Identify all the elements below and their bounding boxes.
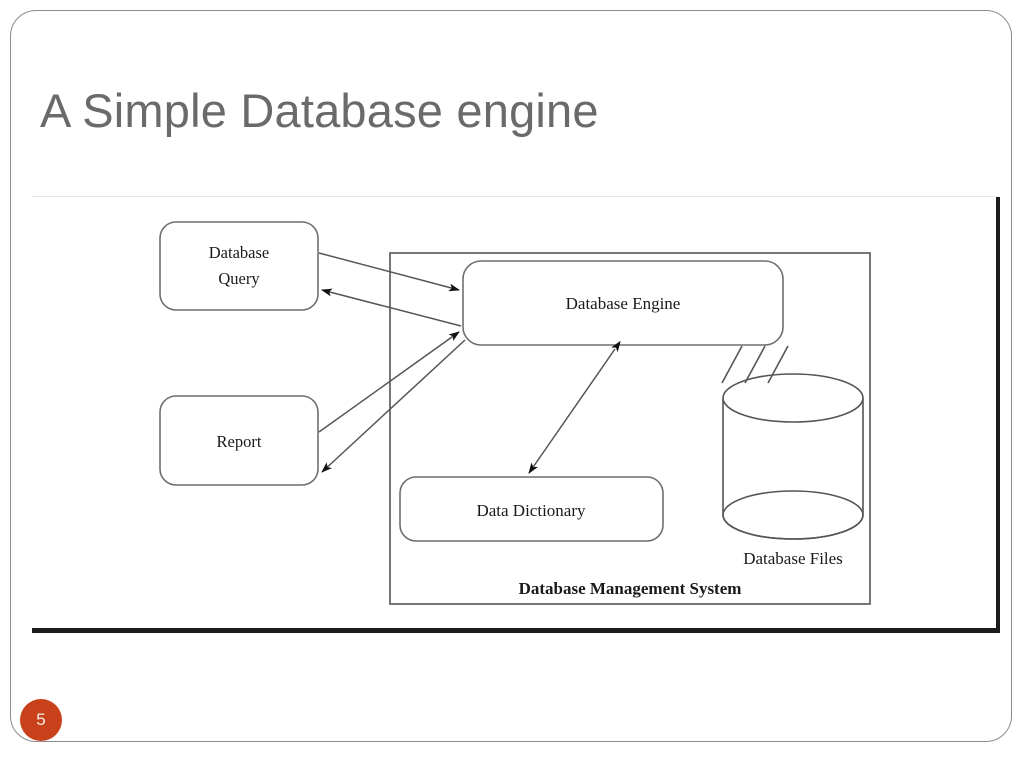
database-engine-box [462,260,784,346]
data-dictionary-box [399,476,664,542]
slide-frame-border [10,10,1012,742]
arrow-engine-to-report [321,339,466,473]
database-engine-label: Database Engine [566,294,681,313]
node-database-files[interactable]: Database Files [722,373,864,568]
database-files-cylinder-bottom-ellipse [722,490,864,540]
engine-to-files-connector-lines [721,345,789,384]
database-query-label-line2: Query [218,269,260,288]
report-box [159,395,319,486]
arrow-report-to-engine [318,331,460,433]
node-data-dictionary[interactable]: Data Dictionary [399,476,664,542]
page-title: A Simple Database engine [40,84,599,137]
report-label: Report [217,432,262,451]
database-query-label-line1: Database [209,243,269,262]
picture-bottom-edge [32,628,1000,633]
database-query-box [159,221,319,311]
slide-number-badge: 5 [20,699,62,741]
node-report[interactable]: Report [159,395,319,486]
picture-right-edge [996,197,1000,633]
database-files-label: Database Files [743,549,843,568]
arrow-engine-to-dictionary [528,340,621,474]
title-divider-rule [32,196,997,197]
node-database-query[interactable]: Database Query [159,221,319,311]
database-engine-diagram: Database Query Report Database Engine Da… [159,221,871,605]
arrow-engine-to-query [321,288,462,327]
dbms-caption: Database Management System [519,579,742,598]
node-database-engine[interactable]: Database Engine [462,260,784,346]
database-files-cylinder-top-ellipse [722,373,864,423]
data-dictionary-label: Data Dictionary [476,501,586,520]
dbms-boundary-box [389,252,871,605]
arrow-query-to-engine [318,252,460,292]
